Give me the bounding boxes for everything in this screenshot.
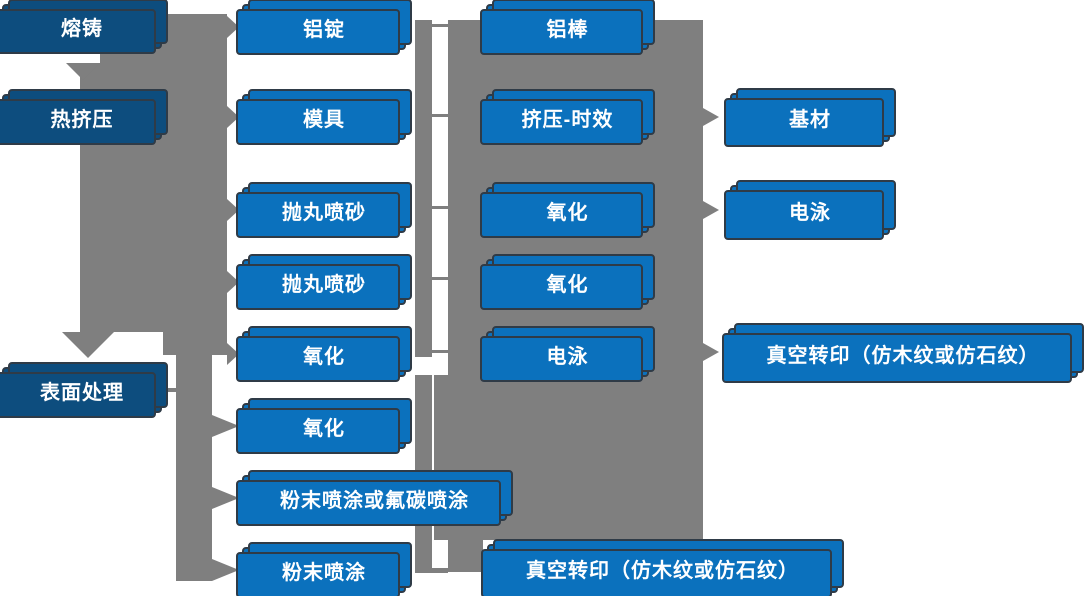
arrow-to-oxidation-2-icon <box>212 415 239 437</box>
connector-stub-row2 <box>432 114 448 117</box>
node-base-material: 基材 <box>730 93 890 142</box>
arrow-to-electrophoresis-icon <box>703 201 719 219</box>
node-extrusion-aging: 挤压-时效 <box>486 94 649 140</box>
arrow-to-powder-fluorocarbon-icon <box>212 487 239 509</box>
arrow-to-vacuum-transfer-icon <box>703 343 719 361</box>
node-vacuum-transfer-1: 真空转印（仿木纹或仿石纹） <box>487 544 838 593</box>
connector-column3-block-extension <box>448 540 483 572</box>
node-aluminum-ingot: 铝锭 <box>242 4 406 50</box>
node-aluminum-rod: 铝棒 <box>486 4 649 50</box>
connector-stub-row5 <box>432 350 448 353</box>
node-shot-blasting-1: 抛丸喷砂 <box>242 187 406 233</box>
connector-surface-treatment-stub <box>163 388 177 392</box>
connector-mid-rail-upper <box>415 20 432 357</box>
arrow-to-base-material-icon <box>703 108 719 126</box>
connector-stage-band-vertical <box>80 44 163 332</box>
node-powder-coating: 粉末喷涂 <box>242 547 406 593</box>
connector-mid-rail-joint <box>432 568 448 573</box>
node-oxidation-4: 氧化 <box>486 259 649 305</box>
node-oxidation-1: 氧化 <box>242 331 406 377</box>
node-electrophoresis-1: 电泳 <box>486 331 649 377</box>
node-surface-treatment: 表面处理 <box>2 367 162 413</box>
arrow-down-to-surface-treatment-icon <box>62 332 114 358</box>
node-melt-cast: 熔铸 <box>2 4 162 49</box>
arrow-down-to-hot-extrusion-icon <box>66 63 100 80</box>
node-powder-or-fluorocarbon-coating: 粉末喷涂或氟碳喷涂 <box>242 475 507 521</box>
connector-feed-band-upper <box>163 14 227 355</box>
node-electrophoresis-2: 电泳 <box>730 185 890 235</box>
node-hot-extrusion: 热挤压 <box>2 94 162 140</box>
connector-stub-row1 <box>432 24 448 27</box>
connector-feed-band-lower <box>176 355 212 581</box>
node-oxidation-2: 氧化 <box>242 403 406 449</box>
node-mold: 模具 <box>242 94 406 140</box>
arrow-to-powder-coating-icon <box>212 559 239 581</box>
connector-stub-row4 <box>432 277 448 280</box>
connector-stub-row3 <box>432 206 448 209</box>
node-oxidation-3: 氧化 <box>486 187 649 233</box>
node-vacuum-transfer-2: 真空转印（仿木纹或仿石纹） <box>728 328 1078 378</box>
node-shot-blasting-2: 抛丸喷砂 <box>242 259 406 305</box>
